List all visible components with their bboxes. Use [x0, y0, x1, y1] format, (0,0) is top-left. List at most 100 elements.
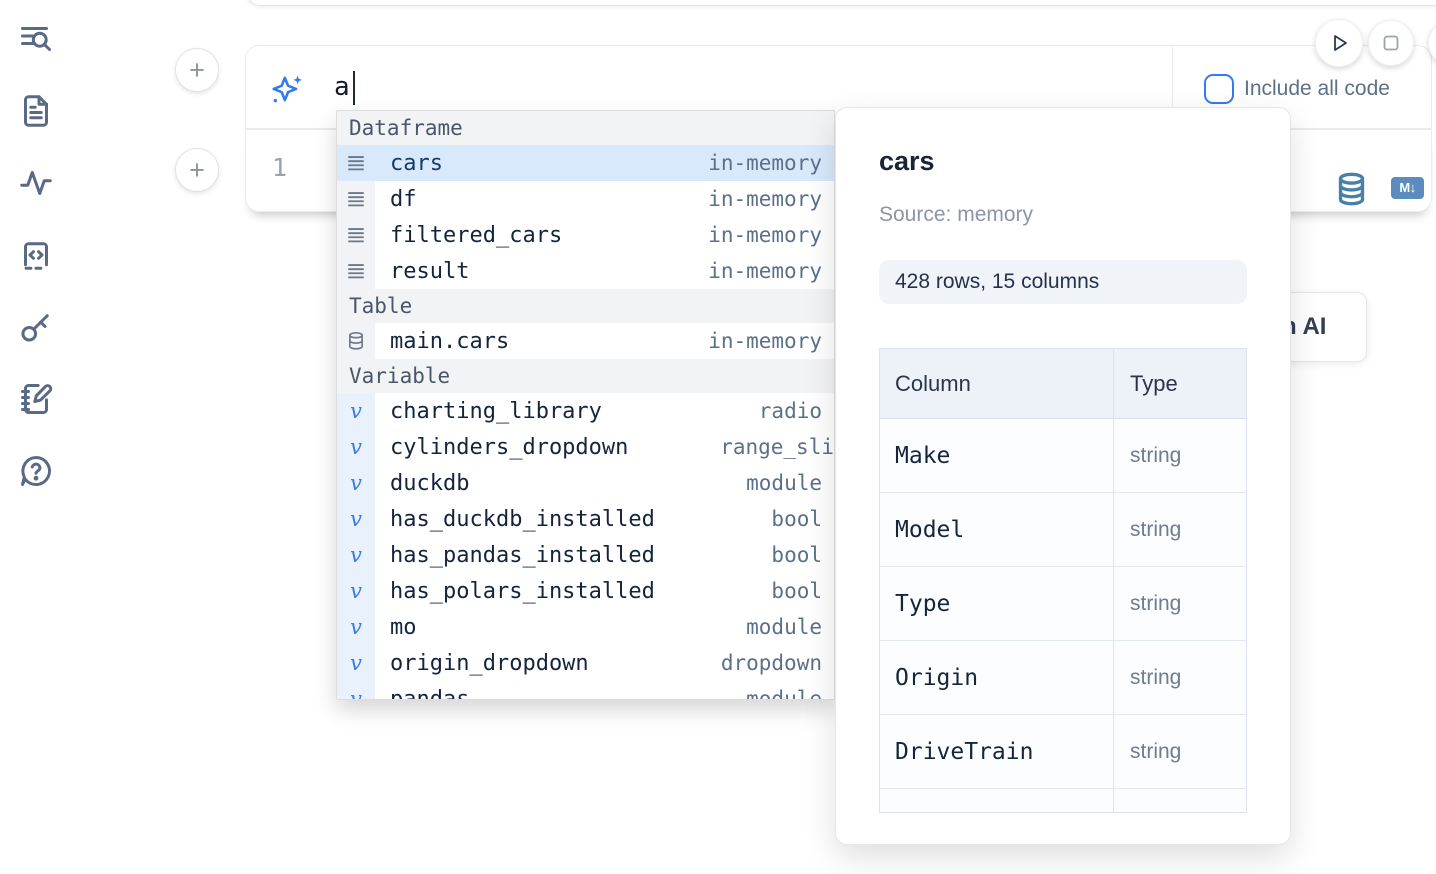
column-type: string: [1130, 591, 1182, 615]
item-name: mo: [390, 614, 417, 640]
table-row: Model string: [880, 493, 1246, 567]
autocomplete-item-has_duckdb_installed[interactable]: v has_duckdb_installed bool: [337, 501, 834, 537]
database-action-icon[interactable]: [1336, 172, 1367, 211]
column-name: Model: [895, 516, 965, 543]
line-number: 1: [272, 153, 288, 182]
item-type: radio: [758, 399, 822, 423]
scratchpad-icon[interactable]: [18, 381, 56, 417]
autocomplete-item-result[interactable]: result in-memory: [337, 253, 834, 289]
ai-prompt-input[interactable]: a: [334, 72, 350, 102]
autocomplete-item-pandas[interactable]: v pandas module: [337, 681, 834, 700]
item-name: main.cars: [390, 328, 510, 354]
column-header: Column: [880, 349, 1114, 418]
rows-icon: [337, 253, 375, 289]
item-type: in-memory: [708, 329, 822, 353]
autocomplete-section-header: Table: [337, 289, 834, 323]
variable-icon: v: [337, 465, 375, 501]
item-name: cars: [390, 150, 443, 176]
column-type: string: [1130, 665, 1182, 689]
activity-icon[interactable]: [18, 165, 56, 201]
item-name: result: [390, 258, 470, 284]
add-cell-above-button[interactable]: +: [175, 48, 219, 92]
column-name: Make: [895, 442, 951, 469]
markdown-convert-icon[interactable]: M↓: [1391, 177, 1424, 199]
variable-icon: v: [337, 681, 375, 699]
item-type: bool: [771, 579, 822, 603]
code-snippets-icon[interactable]: [18, 237, 56, 273]
preview-source: Source: memory: [879, 203, 1034, 226]
item-name: has_polars_installed: [390, 578, 655, 604]
item-name: origin_dropdown: [390, 650, 589, 676]
database-icon: [337, 323, 375, 359]
item-type: bool: [771, 543, 822, 567]
variable-icon: v: [337, 393, 375, 429]
autocomplete-item-main.cars[interactable]: main.cars in-memory: [337, 323, 834, 359]
preview-title: cars: [879, 146, 935, 176]
include-all-code-checkbox[interactable]: [1204, 74, 1234, 104]
table-row: DriveTrain string: [880, 715, 1246, 789]
item-name: filtered_cars: [390, 222, 563, 248]
item-type: in-memory: [708, 187, 822, 211]
item-type: bool: [771, 507, 822, 531]
column-type: string: [1130, 739, 1182, 763]
item-name: duckdb: [390, 470, 470, 496]
variable-icon: v: [337, 645, 375, 681]
shape-badge: 428 rows, 15 columns: [879, 260, 1247, 304]
autocomplete-section-header: Dataframe: [337, 111, 834, 145]
item-name: charting_library: [390, 398, 602, 424]
rows-icon: [337, 217, 375, 253]
play-icon: [1334, 35, 1347, 51]
item-name: has_pandas_installed: [390, 542, 655, 568]
table-row: Origin string: [880, 641, 1246, 715]
column-name: Origin: [895, 664, 979, 691]
autocomplete-item-has_polars_installed[interactable]: v has_polars_installed bool: [337, 573, 834, 609]
variable-icon: v: [337, 609, 375, 645]
previous-cell-edge: [245, 0, 1436, 6]
table-row-partial: [880, 789, 1246, 812]
item-name: pandas: [390, 686, 470, 700]
stop-icon: [1383, 35, 1399, 51]
item-type: in-memory: [708, 259, 822, 283]
rows-icon: [337, 181, 375, 217]
item-type: range_sli: [720, 435, 834, 459]
item-type: module: [746, 687, 822, 700]
autocomplete-section-header: Variable: [337, 359, 834, 393]
item-name: has_duckdb_installed: [390, 506, 655, 532]
help-chat-icon[interactable]: [18, 453, 56, 489]
file-search-icon[interactable]: [18, 21, 56, 57]
rows-icon: [337, 145, 375, 181]
variable-icon: v: [337, 573, 375, 609]
column-name: DriveTrain: [895, 738, 1034, 765]
item-type: in-memory: [708, 223, 822, 247]
column-name: Type: [895, 590, 951, 617]
stop-kernel-button[interactable]: [1368, 20, 1414, 66]
include-all-code-label: Include all code: [1244, 77, 1390, 100]
file-document-icon[interactable]: [18, 93, 56, 129]
column-type: string: [1130, 443, 1182, 467]
text-cursor: [353, 71, 355, 105]
type-header: Type: [1130, 370, 1178, 396]
item-type: dropdown: [720, 651, 822, 675]
key-icon[interactable]: [18, 309, 56, 345]
autocomplete-item-origin_dropdown[interactable]: v origin_dropdown dropdown: [337, 645, 834, 681]
autocomplete-item-charting_library[interactable]: v charting_library radio: [337, 393, 834, 429]
item-type: module: [746, 615, 822, 639]
add-cell-below-button[interactable]: +: [175, 148, 219, 192]
divider: [1172, 46, 1173, 129]
variable-icon: v: [337, 501, 375, 537]
autocomplete-item-filtered_cars[interactable]: filtered_cars in-memory: [337, 217, 834, 253]
table-row: Type string: [880, 567, 1246, 641]
preview-table-header: Column Type: [880, 349, 1246, 419]
column-type: string: [1130, 517, 1182, 541]
sidebar: [18, 21, 56, 489]
item-name: df: [390, 186, 417, 212]
autocomplete-item-df[interactable]: df in-memory: [337, 181, 834, 217]
run-cell-button[interactable]: [1315, 19, 1363, 67]
